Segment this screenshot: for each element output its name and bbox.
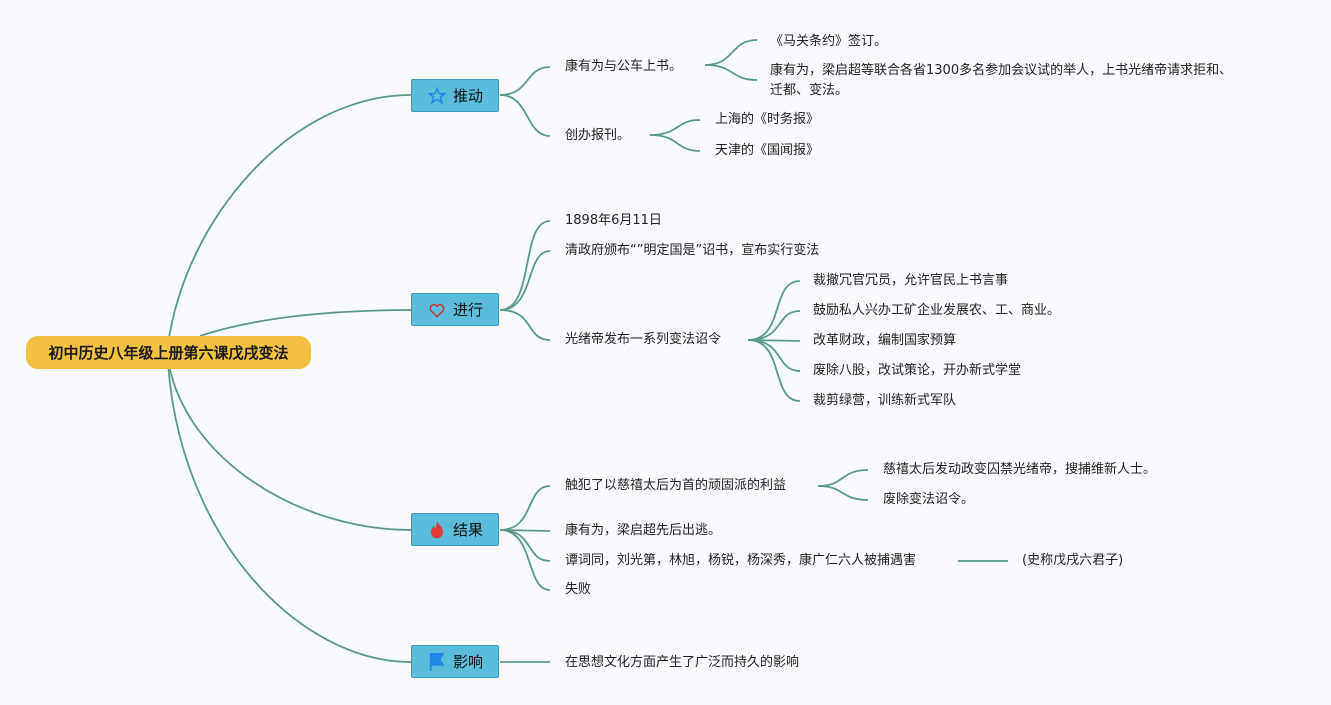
subtopic[interactable]: 裁剪绿营，训练新式军队 bbox=[813, 393, 957, 408]
flag-icon bbox=[427, 652, 447, 672]
topic[interactable]: 触犯了以慈禧太后为首的顽固派的利益 bbox=[565, 478, 787, 493]
star-icon bbox=[427, 86, 447, 106]
branch-jinxing[interactable]: 进行 bbox=[411, 293, 499, 326]
subtopic[interactable]: 天津的《国闻报》 bbox=[715, 143, 820, 158]
topic[interactable]: 在思想文化方面产生了广泛而持久的影响 bbox=[565, 655, 800, 670]
topic[interactable]: 康有为，梁启超先后出逃。 bbox=[565, 523, 722, 538]
subtopic[interactable]: 改革财政，编制国家预算 bbox=[813, 333, 957, 348]
branch-label: 结果 bbox=[452, 521, 483, 539]
subtopic[interactable]: 上海的《时务报》 bbox=[715, 112, 820, 127]
subtopic[interactable]: 慈禧太后发动政变囚禁光绪帝，搜捕维新人士。 bbox=[883, 462, 1157, 477]
fire-icon bbox=[427, 520, 447, 540]
root-title: 初中历史八年级上册第六课戊戌变法 bbox=[48, 344, 289, 362]
branch-jieguo[interactable]: 结果 bbox=[411, 513, 499, 546]
heart-icon bbox=[427, 300, 447, 320]
topic[interactable]: 失败 bbox=[565, 582, 592, 597]
topic[interactable]: 康有为与公车上书。 bbox=[565, 59, 683, 74]
topic[interactable]: 谭词同，刘光第，林旭，杨锐，杨深秀，康广仁六人被捕遇害 bbox=[565, 553, 917, 568]
root-topic[interactable]: 初中历史八年级上册第六课戊戌变法 bbox=[26, 336, 311, 369]
topic[interactable]: 创办报刊。 bbox=[565, 128, 631, 143]
branch-tuidong[interactable]: 推动 bbox=[411, 79, 499, 112]
topic[interactable]: 清政府颁布“”明定国是”诏书，宣布实行变法 bbox=[565, 243, 820, 258]
subtopic[interactable]: (史称戊戌六君子) bbox=[1022, 553, 1124, 568]
subtopic[interactable]: 废除变法诏令。 bbox=[883, 492, 975, 507]
subtopic[interactable]: 废除八股，改试策论，开办新式学堂 bbox=[813, 363, 1022, 378]
topic[interactable]: 光绪帝发布一系列变法诏令 bbox=[565, 332, 722, 347]
subtopic[interactable]: 鼓励私人兴办工矿企业发展农、工、商业。 bbox=[813, 303, 1061, 318]
subtopic[interactable]: 裁撤冗官冗员，允许官民上书言事 bbox=[813, 273, 1009, 288]
subtopic[interactable]: 《马关条约》签订。 bbox=[770, 34, 888, 49]
topic[interactable]: 1898年6月11日 bbox=[565, 213, 662, 228]
branch-label: 影响 bbox=[452, 653, 483, 671]
branch-label: 推动 bbox=[452, 87, 483, 105]
subtopic[interactable]: 康有为，梁启超等联合各省1300多名参加会议试的举人，上书光绪帝请求拒和、 bbox=[770, 63, 1233, 78]
branch-label: 进行 bbox=[452, 301, 483, 319]
branch-yingxiang[interactable]: 影响 bbox=[411, 645, 499, 678]
subtopic-continued[interactable]: 迁都、变法。 bbox=[770, 83, 849, 98]
